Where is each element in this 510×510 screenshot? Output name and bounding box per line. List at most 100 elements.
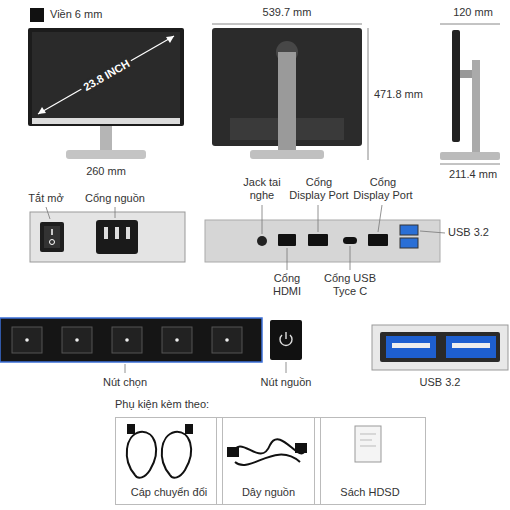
port-panel-part xyxy=(368,234,388,246)
button-bar-part-part xyxy=(75,338,79,342)
power-panel-part xyxy=(104,227,108,239)
leader-line-part xyxy=(318,205,319,232)
port-panel-part xyxy=(257,236,267,246)
part-label: 211.4 mm xyxy=(438,168,508,181)
accessory-pictures-part xyxy=(360,440,372,441)
side-monitor-part xyxy=(460,70,474,78)
diagonal-size-label: 23.8 INCH xyxy=(78,56,134,96)
button-bar-part-part xyxy=(112,327,142,353)
front-monitor-part xyxy=(38,36,174,114)
back-monitor xyxy=(212,24,368,160)
usb-panel-part xyxy=(446,336,496,358)
usb-panel xyxy=(372,325,508,370)
usb-panel-part xyxy=(392,343,430,348)
port-panel-part xyxy=(400,225,418,235)
accessory-pictures-part xyxy=(232,439,305,455)
bezel-icon xyxy=(30,8,44,22)
accessory-pictures-part xyxy=(296,444,306,452)
button-bar-part-part xyxy=(175,338,179,342)
button-bar-part-part xyxy=(125,338,129,342)
leader-line-part xyxy=(115,207,116,218)
front-monitor-part xyxy=(166,36,174,43)
back-monitor-part xyxy=(368,28,369,160)
leader-line-part xyxy=(420,231,445,233)
accessory-pictures-part xyxy=(127,432,156,478)
leader-line-part xyxy=(350,246,351,270)
back-monitor-part xyxy=(250,150,324,159)
button-bar-part xyxy=(270,320,302,360)
back-monitor-part xyxy=(212,24,362,25)
part-label: 260 mm xyxy=(76,165,136,178)
part-label: Tắt mở xyxy=(16,192,76,205)
accessory-cell: Sách HDSD xyxy=(314,417,426,505)
front-monitor-part xyxy=(32,118,180,124)
button-bar xyxy=(0,318,302,362)
power-panel-part xyxy=(51,229,53,235)
port-panel-part xyxy=(343,237,357,244)
side-monitor xyxy=(440,24,500,164)
part-label: Nút nguồn xyxy=(252,376,320,389)
button-bar-part-part xyxy=(25,338,29,342)
front-monitor-part xyxy=(28,28,184,126)
accessory-cell: Cáp chuyển đổi xyxy=(115,417,223,505)
port-panel-part xyxy=(308,234,328,246)
power-panel-part xyxy=(96,220,138,254)
accessory-pictures-part xyxy=(128,425,134,433)
power-panel-part xyxy=(126,227,130,239)
power-panel-part xyxy=(50,240,55,245)
power-panel-part xyxy=(40,222,64,252)
cell-label: Sách HDSD xyxy=(315,486,425,499)
usb-panel-part xyxy=(386,336,436,358)
port-panel-part xyxy=(278,234,296,246)
port-panel xyxy=(205,220,440,262)
power-panel-part xyxy=(44,226,60,248)
button-bar-part-part xyxy=(62,327,92,353)
leader-line-part xyxy=(286,362,287,373)
power-panel xyxy=(30,212,185,262)
accessory-pictures-part xyxy=(360,434,376,435)
button-bar-part-part xyxy=(162,327,192,353)
button-bar-part xyxy=(12,327,242,353)
side-monitor-part xyxy=(440,152,500,160)
leader-line-part xyxy=(125,364,126,373)
side-monitor-part xyxy=(440,24,500,25)
side-monitor-part xyxy=(472,60,480,154)
usb-panel-part xyxy=(452,343,490,348)
back-monitor-part xyxy=(278,52,296,150)
part-label: Nút chọn xyxy=(93,376,157,389)
power-panel-part xyxy=(115,227,119,239)
accessory-pictures xyxy=(127,425,381,478)
part-label: Cổng nguồn xyxy=(78,192,152,205)
accessory-pictures-part xyxy=(235,455,300,465)
button-bar-part-part xyxy=(225,338,229,342)
accessory-pictures-part xyxy=(355,426,381,462)
accessory-pictures-part xyxy=(228,448,238,456)
port-panel-part xyxy=(400,238,418,248)
part-label: Cổng USB Tyce C xyxy=(314,272,386,298)
part-label: Cổng Display Port xyxy=(352,176,414,202)
leader-line-part xyxy=(378,205,382,232)
part-label: USB 3.2 xyxy=(448,226,506,239)
usb-panel-part xyxy=(372,325,508,370)
front-monitor-part xyxy=(38,107,46,114)
front-monitor xyxy=(28,28,184,159)
part-label: Cổng Display Port xyxy=(288,176,350,202)
accessory-box: Phụ kiện kèm theo: Cáp chuyển đổiDây nguồ… xyxy=(115,398,428,508)
part-label: Jack tai nghe xyxy=(236,176,288,202)
accessory-cell: Dây nguồn xyxy=(216,417,321,505)
part-label: Cổng HDMI xyxy=(262,272,312,298)
button-bar-part-part xyxy=(212,327,242,353)
box-heading: Phụ kiện kèm theo: xyxy=(115,398,428,411)
accessory-pictures-part xyxy=(360,446,376,447)
accessory-pictures-part xyxy=(162,432,191,478)
cell-label: Cáp chuyển đổi xyxy=(116,486,222,499)
front-monitor-part xyxy=(100,126,112,152)
port-panel-part xyxy=(205,220,440,262)
cell-label: Dây nguồn xyxy=(217,486,320,499)
button-bar-part xyxy=(0,318,262,362)
power-panel-part xyxy=(30,212,185,262)
part-label: Viền 6 mm xyxy=(50,8,120,21)
part-label: USB 3.2 xyxy=(408,376,472,389)
